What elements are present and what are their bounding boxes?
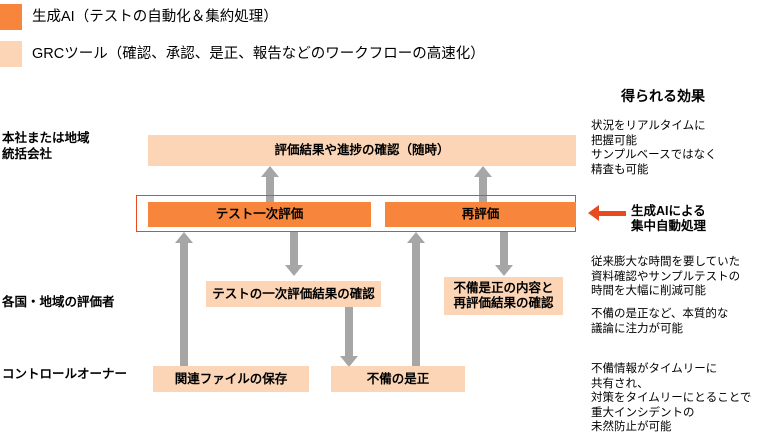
process-box-test-primary-evaluation[interactable]: テスト一次評価 [148, 202, 371, 227]
swimlane-label-control-owner: コントロールオーナー [2, 367, 128, 381]
process-box-save-related-files[interactable]: 関連ファイルの保存 [153, 366, 309, 392]
process-box-confirm-correction-and-reeval[interactable]: 不備是正の内容と 再評価結果の確認 [444, 277, 563, 315]
arrow-shaft-files-to-primary [180, 243, 188, 368]
swimlane-label-hq: 本社または地域 統括会社 [2, 131, 90, 161]
arrow-shaft-reeval-to-confirm [500, 232, 508, 266]
arrow-head-primary-to-top [261, 166, 279, 177]
arrow-head-primary-to-confirm [285, 265, 303, 276]
arrow-head-correction-to-reeval [407, 232, 425, 243]
process-box-confirm-primary-results[interactable]: テストの一次評価結果の確認 [206, 281, 381, 307]
effect-text-time-reduction: 従来膨大な時間を要していた 資料確認やサンプルテストの 時間を大幅に削減可能 [591, 256, 741, 297]
arrow-head-files-to-primary [175, 232, 193, 243]
arrow-shaft-confirm-to-correction [345, 307, 353, 357]
process-box-reevaluation[interactable]: 再評価 [385, 202, 576, 227]
callout-label-genai-automation: 生成AIによる 集中自動処理 [631, 204, 707, 233]
process-box-correct-deficiencies[interactable]: 不備の是正 [331, 366, 465, 392]
effect-text-realtime-visibility: 状況をリアルタイムに 把握可能 サンプルベースではなく 精査も可能 [591, 120, 717, 176]
effects-section-title: 得られる効果 [621, 88, 705, 104]
arrow-head-reeval-to-top [474, 166, 492, 177]
arrow-shaft-correction-to-reeval [412, 243, 420, 368]
callout-arrow-shaft [599, 211, 626, 216]
legend: 生成AI（テストの自動化＆集約処理） GRCツール（確認、承認、是正、報告などの… [0, 4, 485, 67]
legend-item-grc: GRCツール（確認、承認、是正、報告などのワークフローの高速化） [0, 41, 485, 67]
arrow-shaft-primary-to-confirm [290, 232, 298, 266]
arrow-head-reeval-to-confirm [495, 265, 513, 276]
effect-text-incident-prevention: 不備情報がタイムリーに 共有され、 対策をタイムリーにとることで 重大インシデン… [591, 363, 752, 433]
arrow-shaft-primary-to-top [266, 177, 274, 210]
arrow-head-confirm-to-correction [340, 356, 358, 367]
legend-item-genai: 生成AI（テストの自動化＆集約処理） [0, 4, 485, 30]
arrow-shaft-reeval-to-top [479, 177, 487, 210]
effect-text-focus-on-essentials: 不備の是正など、本質的な 議論に注力が可能 [591, 308, 729, 335]
callout-arrow-head-icon [588, 205, 599, 221]
legend-label-grc: GRCツール（確認、承認、是正、報告などのワークフローの高速化） [32, 46, 485, 62]
swimlane-label-evaluators: 各国・地域の評価者 [2, 295, 115, 309]
process-box-progress-check[interactable]: 評価結果や進捗の確認（随時） [148, 135, 576, 166]
legend-label-genai: 生成AI（テストの自動化＆集約処理） [32, 9, 278, 25]
legend-swatch-icon-grc [0, 41, 22, 67]
legend-swatch-icon-genai [0, 4, 22, 30]
